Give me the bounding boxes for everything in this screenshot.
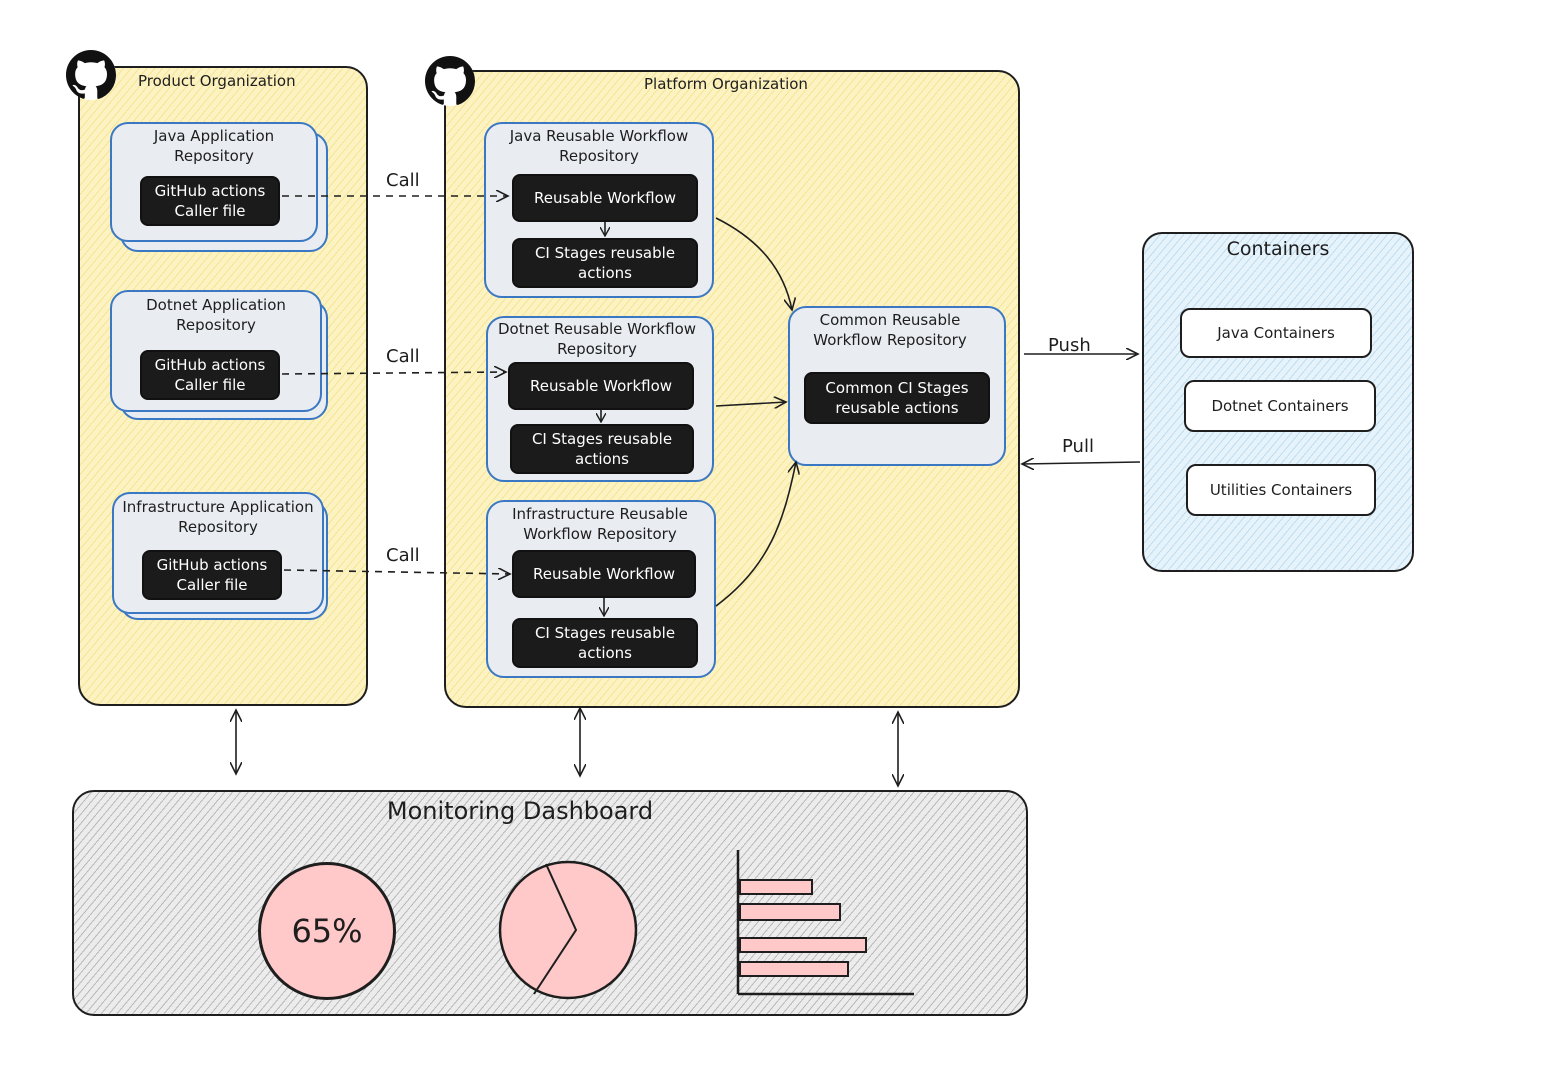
repo-title: Dotnet Application Repository: [146, 296, 286, 334]
repo-title: Infrastructure Application Repository: [122, 498, 314, 536]
dotnet-containers[interactable]: Dotnet Containers: [1184, 380, 1376, 432]
utilities-containers[interactable]: Utilities Containers: [1186, 464, 1376, 516]
reusable-workflow-java[interactable]: Reusable Workflow: [512, 174, 698, 222]
repo-title: Dotnet Reusable Workflow Repository: [497, 320, 697, 358]
caller-file-infrastructure[interactable]: GitHub actions Caller file: [142, 550, 282, 600]
repo-title: Java Application Repository: [153, 127, 275, 165]
bar-widget[interactable]: [730, 846, 920, 998]
caller-file-dotnet[interactable]: GitHub actions Caller file: [140, 350, 280, 400]
repo-title: Infrastructure Reusable Workflow Reposit…: [512, 505, 688, 543]
common-ci-stages-actions[interactable]: Common CI Stages reusable actions: [804, 372, 990, 424]
ci-stages-actions-dotnet[interactable]: CI Stages reusable actions: [510, 424, 694, 474]
repo-title: Java Reusable Workflow Repository: [509, 127, 689, 165]
java-containers[interactable]: Java Containers: [1180, 308, 1372, 358]
pull-label: Pull: [1062, 436, 1094, 457]
pie-widget[interactable]: [496, 852, 644, 1002]
ci-stages-actions-infrastructure[interactable]: CI Stages reusable actions: [512, 618, 698, 668]
product-org-title: Product Organization: [138, 72, 296, 90]
ci-stages-actions-java[interactable]: CI Stages reusable actions: [512, 238, 698, 288]
dashboard-title: Monitoring Dashboard: [386, 797, 654, 825]
github-icon: [66, 50, 117, 104]
platform-org-title: Platform Organization: [644, 75, 808, 93]
call-label-dotnet: Call: [386, 346, 420, 367]
push-label: Push: [1048, 335, 1091, 356]
caller-file-java[interactable]: GitHub actions Caller file: [140, 176, 280, 226]
github-icon: [425, 56, 476, 110]
call-label-java: Call: [386, 170, 420, 191]
call-label-infrastructure: Call: [386, 545, 420, 566]
containers-title: Containers: [1226, 238, 1330, 260]
repo-title: Common Reusable Workflow Repository: [813, 311, 967, 349]
reusable-workflow-infrastructure[interactable]: Reusable Workflow: [512, 550, 696, 598]
reusable-workflow-dotnet[interactable]: Reusable Workflow: [508, 362, 694, 410]
gauge-widget[interactable]: 65%: [258, 862, 396, 1000]
